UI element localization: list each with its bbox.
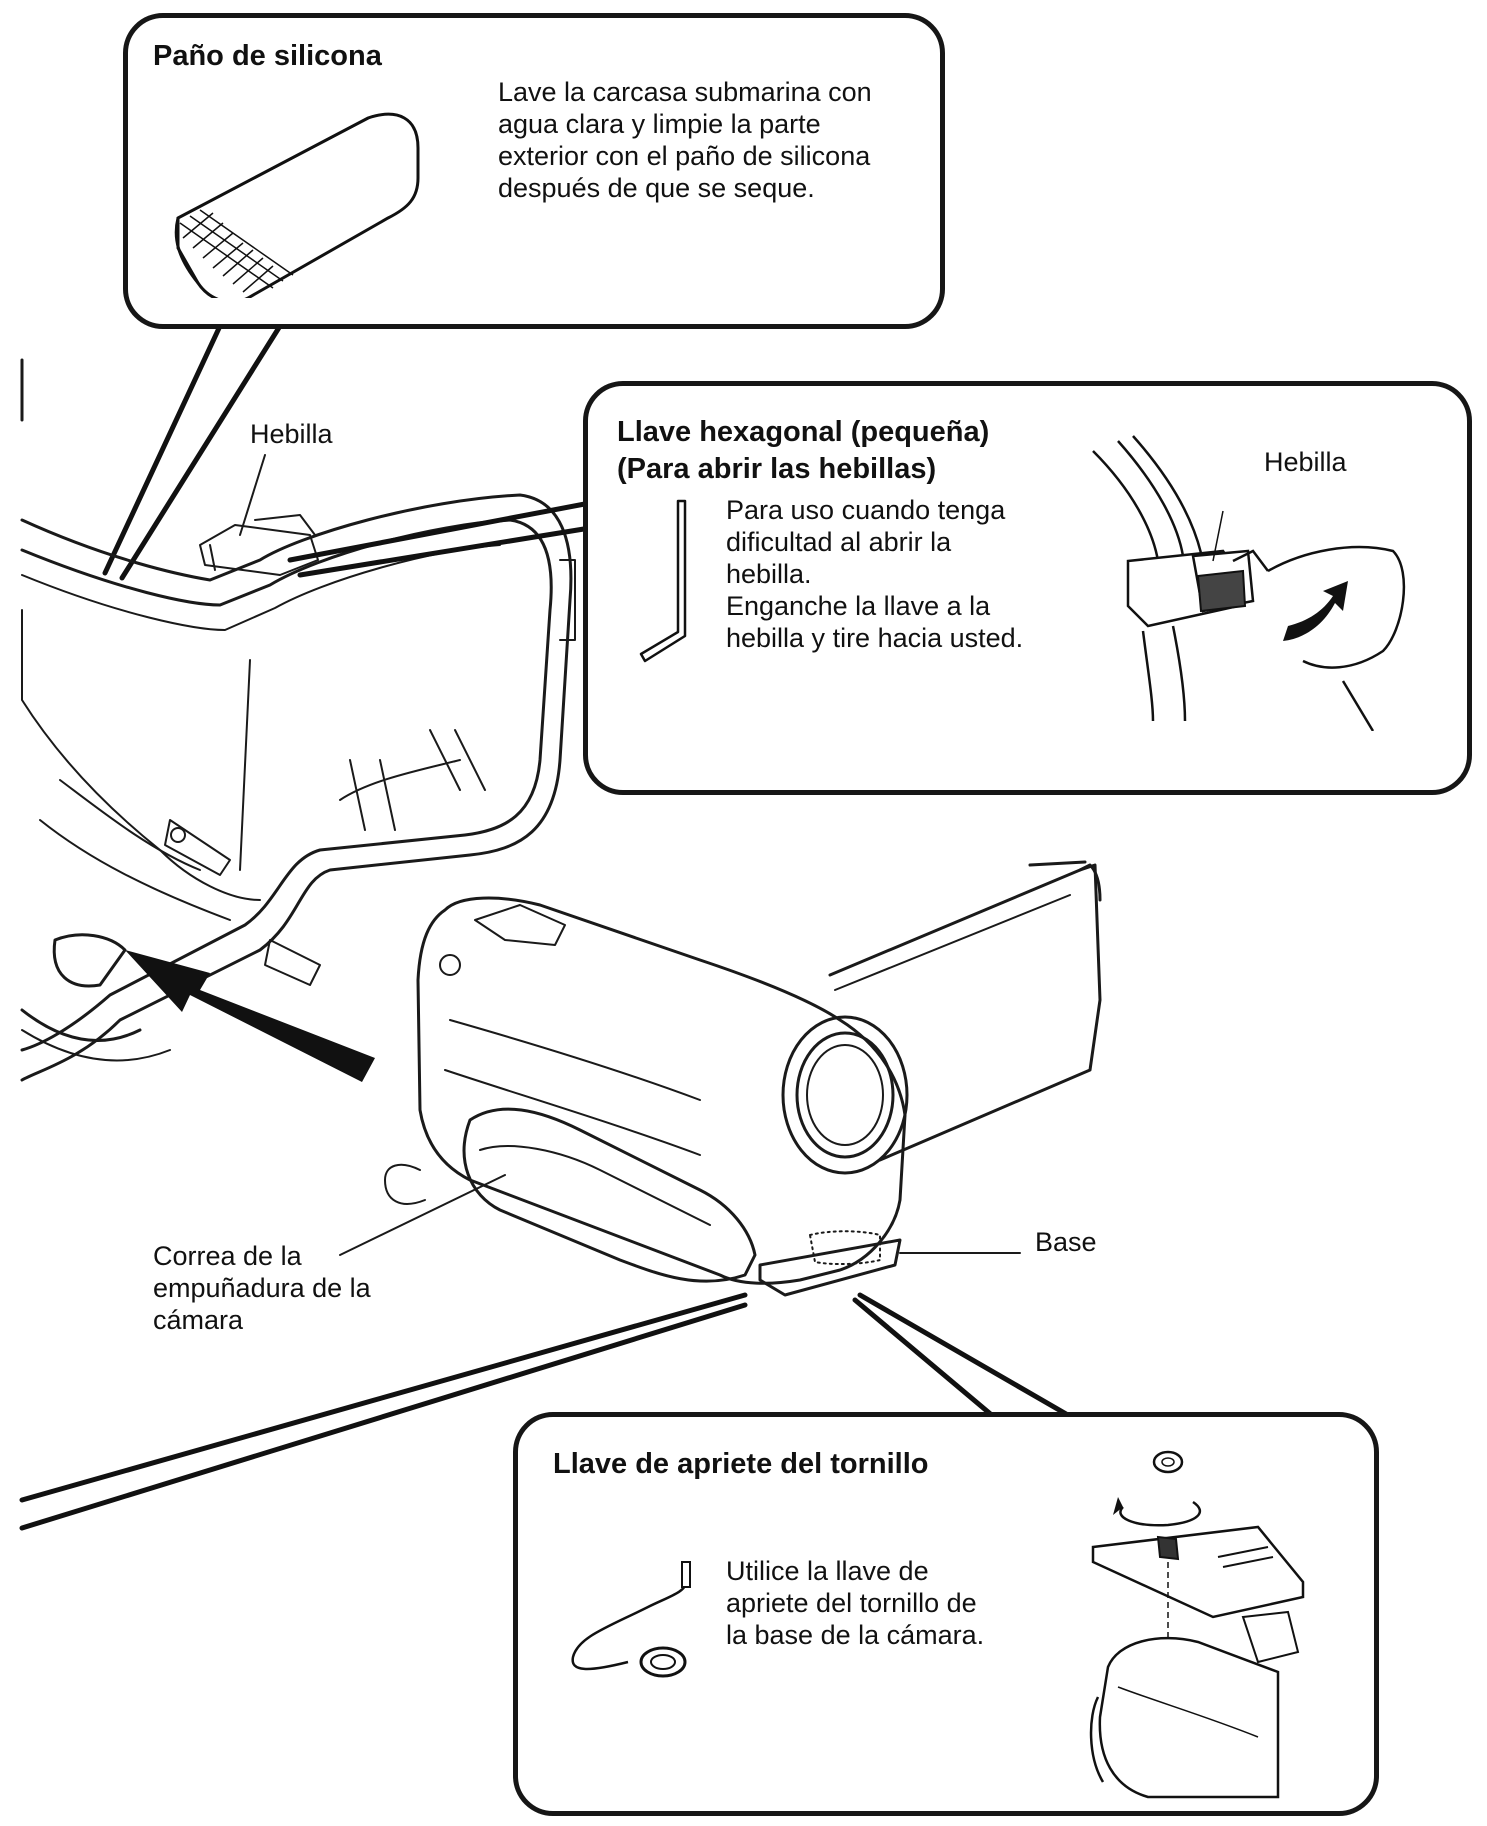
hex-key-instructions: Para uso cuando tenga dificultad al abri… <box>726 495 1024 653</box>
hex-key-title-line2: (Para abrir las hebillas) <box>617 453 937 485</box>
hex-key-callout-pointer <box>287 500 593 578</box>
silicone-callout-pointer <box>102 323 283 581</box>
silicone-cloth-instructions: Lave la carcasa submarina con agua clara… <box>498 77 872 203</box>
underwater-housing-illustration <box>20 358 576 1082</box>
buckle-opening-illustration <box>1092 435 1406 731</box>
silicone-cloth-title: Paño de silicona <box>153 40 382 72</box>
silicone-cloth-icon <box>174 112 420 298</box>
screw-key-callout-pointer <box>19 1292 1083 1531</box>
base-label: Base <box>1035 1227 1097 1257</box>
grip-strap-label: Correa de la empuñadura de la cámara <box>153 1241 371 1335</box>
buckle-leader-line <box>239 454 266 536</box>
hex-key-buckle-label: Hebilla <box>1264 447 1347 477</box>
hex-key-callout: Llave hexagonal (pequeña) (Para abrir la… <box>583 381 1472 795</box>
hex-key-title-line1: Llave hexagonal (pequeña) <box>617 416 990 448</box>
silicone-cloth-callout: Paño de silicona Lave la carcasa submari… <box>123 13 945 329</box>
grip-strap-leader-line <box>339 1174 506 1256</box>
buckle-label: Hebilla <box>250 419 333 449</box>
screw-key-instructions: Utilice la llave de apriete del tornillo… <box>726 1556 985 1650</box>
insert-direction-arrow <box>125 950 375 1082</box>
screw-key-icon <box>571 1561 691 1678</box>
camcorder-illustration <box>384 860 1102 1297</box>
hex-key-icon <box>639 499 687 663</box>
base-screw-tightening-illustration <box>1089 1450 1305 1799</box>
screw-key-title: Llave de apriete del tornillo <box>553 1448 929 1480</box>
screw-key-callout: Llave de apriete del tornillo Utilice la… <box>513 1412 1379 1816</box>
